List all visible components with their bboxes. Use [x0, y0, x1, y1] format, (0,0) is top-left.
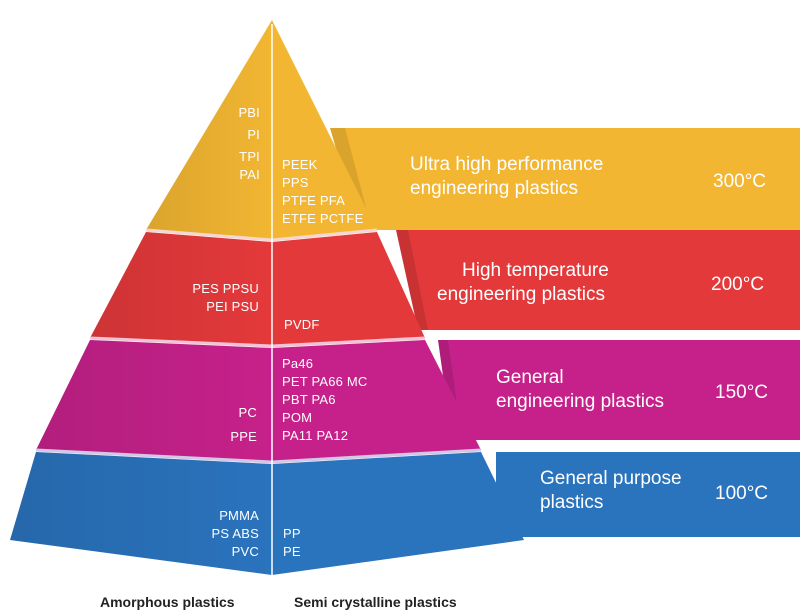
tier-temperature-general-eng: 150°C	[715, 382, 769, 403]
tier-label-line: General purpose	[540, 468, 682, 489]
material-label: TPI	[239, 149, 260, 164]
material-label: PVDF	[284, 317, 320, 332]
tier-label-ultra: Ultra high performance engineering plast…	[410, 153, 603, 201]
tier-label-line: plastics	[540, 492, 604, 513]
tier-label-line: engineering plastics	[496, 391, 664, 412]
semi-crystalline-list-ultra: PEEK PPS PTFE PFA ETFE PCTFE	[282, 156, 363, 228]
tier-label-high-temp: High temperature engineering plastics	[437, 259, 609, 307]
material-label: Pa46	[282, 356, 314, 371]
pyramid	[10, 20, 524, 575]
tier-label-line: Ultra high performance	[410, 154, 604, 175]
material-label: PC	[238, 405, 257, 420]
amorphous-list-general-purpose: PMMA PS ABS PVC	[212, 507, 259, 561]
tier-label-general-purpose: General purpose plastics	[540, 467, 682, 515]
material-label: PPE	[230, 429, 257, 444]
material-label: PI	[247, 127, 260, 142]
material-label: PES PPSU	[192, 281, 259, 296]
semi-crystalline-list-high-temp: PVDF	[284, 316, 319, 334]
material-label: PVC	[231, 544, 259, 559]
tier-label-line: engineering plastics	[410, 178, 578, 199]
material-label: PEEK	[282, 157, 318, 172]
tier-temperature-general-purpose: 100°C	[715, 483, 769, 504]
material-label: PMMA	[219, 508, 259, 523]
amorphous-list-high-temp: PES PPSU PEI PSU	[192, 280, 259, 316]
tier-label-line: High temperature	[462, 260, 609, 281]
material-label: PP	[283, 526, 301, 541]
material-label: PA11 PA12	[282, 428, 349, 443]
ribbon-high-temp	[396, 230, 800, 330]
amorphous-list-general-eng: PC PPE	[230, 404, 257, 446]
tier-label-general-eng: General engineering plastics	[496, 366, 664, 414]
tier-label-line: General	[496, 367, 564, 388]
material-label: PET PA66 MC	[282, 374, 368, 389]
material-label: PEI PSU	[206, 299, 259, 314]
material-label: PE	[283, 544, 301, 559]
semi-crystalline-list-general-purpose: PP PE	[283, 525, 301, 561]
tier-temperature-ultra: 300°C	[713, 171, 767, 192]
tier-temperature-high-temp: 200°C	[711, 274, 765, 295]
material-label: PPS	[282, 175, 309, 190]
axis-label-amorphous: Amorphous plastics	[100, 594, 235, 610]
material-label: PS ABS	[211, 526, 259, 541]
material-label: POM	[282, 410, 313, 425]
material-label: PBI	[238, 105, 260, 120]
tier-label-line: engineering plastics	[437, 284, 605, 305]
axis-label-semi-crystalline: Semi crystalline plastics	[294, 594, 457, 610]
material-label: ETFE PCTFE	[282, 211, 364, 226]
semi-crystalline-list-general-eng: Pa46 PET PA66 MC PBT PA6 POM PA11 PA12	[282, 355, 368, 445]
material-label: PBT PA6	[282, 392, 336, 407]
ribbon-general-purpose	[496, 452, 800, 537]
material-label: PAI	[239, 167, 260, 182]
amorphous-list-ultra: PBI PI TPI PAI	[238, 104, 260, 184]
material-label: PTFE PFA	[282, 193, 346, 208]
